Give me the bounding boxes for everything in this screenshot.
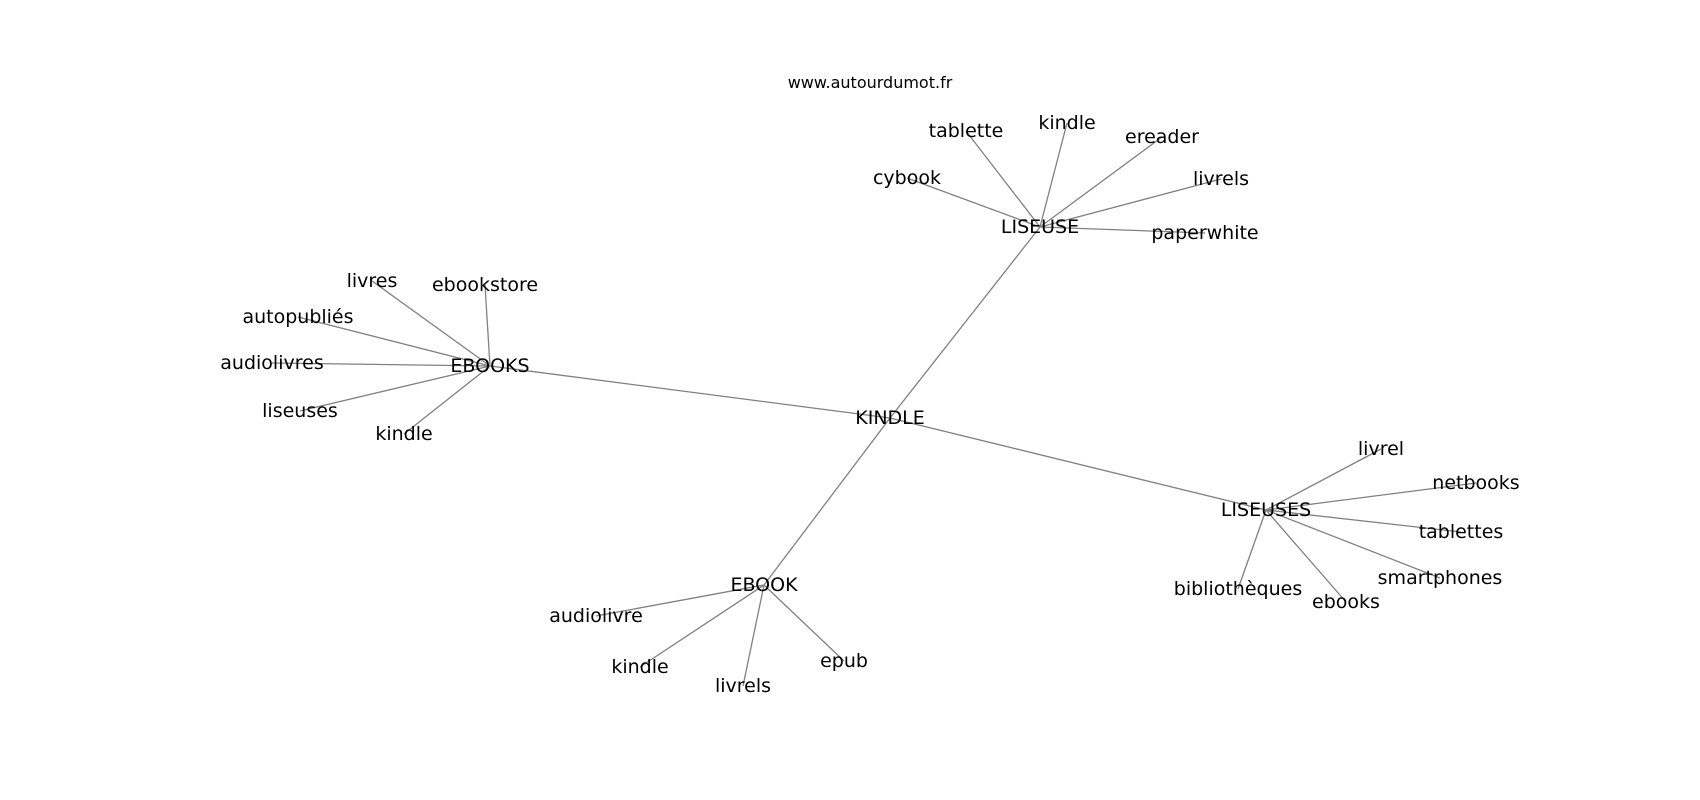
node-ebook-audiolivre: audiolivre: [549, 605, 643, 627]
edge-kindle-center-to-liseuse: [889, 226, 1041, 419]
node-liseuses-livrel: livrel: [1358, 438, 1404, 460]
node-ebook-kindle: kindle: [611, 656, 668, 678]
node-liseuses-netbooks: netbooks: [1432, 472, 1519, 494]
edge-liseuse-to-liseuse-cybook: [906, 177, 1041, 228]
edge-liseuses-to-liseuses-bibliotheques: [1237, 509, 1267, 590]
edge-liseuse-to-liseuse-kindle: [1039, 122, 1068, 228]
edge-ebooks-to-ebooks-autopublies: [297, 316, 491, 367]
edge-liseuses-to-liseuses-smartphones: [1265, 509, 1441, 579]
node-liseuses-ebooks: ebooks: [1312, 591, 1380, 613]
edge-liseuses-to-liseuses-livrel: [1265, 448, 1382, 511]
edge-liseuses-to-liseuses-netbooks: [1265, 482, 1477, 511]
edge-liseuses-to-liseuses-ebooks: [1265, 509, 1347, 603]
node-ebooks-livres: livres: [347, 270, 398, 292]
node-liseuse: LISEUSE: [1001, 216, 1079, 238]
node-kindle-center: KINDLE: [855, 407, 925, 429]
node-ebooks-kindle: kindle: [375, 423, 432, 445]
node-liseuse-paperwhite: paperwhite: [1151, 222, 1258, 244]
edge-ebooks-to-ebooks-kindle: [403, 365, 491, 435]
node-ebooks-audiolivres: audiolivres: [220, 352, 323, 374]
watermark-text: www.autourdumot.fr: [788, 73, 953, 92]
edge-ebooks-to-ebooks-livres: [371, 280, 491, 367]
node-liseuse-tablette: tablette: [929, 120, 1004, 142]
node-ebooks-ebookstore: ebookstore: [432, 274, 538, 296]
node-ebook-epub: epub: [820, 650, 868, 672]
node-ebooks: EBOOKS: [450, 355, 529, 377]
edge-ebook-to-ebook-kindle: [639, 584, 765, 668]
edge-ebooks-to-ebooks-liseuses: [299, 365, 491, 412]
edge-liseuse-to-liseuse-tablette: [965, 130, 1041, 228]
node-liseuse-kindle: kindle: [1038, 112, 1095, 134]
edge-liseuses-to-liseuses-tablettes: [1265, 509, 1462, 533]
edge-kindle-center-to-ebooks: [489, 365, 891, 419]
node-liseuses-smartphones: smartphones: [1378, 567, 1503, 589]
edge-ebooks-to-ebooks-audiolivres: [271, 362, 491, 367]
node-liseuses: LISEUSES: [1221, 499, 1311, 521]
node-liseuses-bibliotheques: bibliothèques: [1174, 578, 1302, 600]
edge-liseuse-to-liseuse-ereader: [1039, 136, 1163, 228]
node-ebook: EBOOK: [730, 574, 798, 596]
node-liseuses-tablettes: tablettes: [1419, 521, 1504, 543]
edge-ebook-to-ebook-audiolivre: [595, 584, 765, 617]
node-ebooks-liseuses: liseuses: [262, 400, 338, 422]
edge-kindle-center-to-liseuses: [889, 417, 1267, 511]
labels-group: KINDLE LISEUSE EBOOKS LISEUSES EBOOK tablette…: [220, 112, 1519, 697]
edge-liseuse-to-liseuse-livrels: [1039, 178, 1222, 228]
edges-group: [271, 122, 1477, 687]
node-liseuse-livrels: livrels: [1193, 168, 1249, 190]
node-ebooks-autopublies: autopubliés: [242, 306, 353, 328]
edge-ebook-to-ebook-livrels: [742, 584, 765, 687]
edge-ebook-to-ebook-epub: [763, 584, 845, 662]
edge-kindle-center-to-ebook: [763, 417, 891, 586]
edge-liseuse-to-liseuse-paperwhite: [1039, 226, 1206, 234]
node-ebook-livrels: livrels: [715, 675, 771, 697]
node-liseuse-cybook: cybook: [873, 167, 941, 189]
edge-ebooks-to-ebooks-ebookstore: [484, 284, 491, 367]
node-liseuse-ereader: ereader: [1125, 126, 1199, 148]
